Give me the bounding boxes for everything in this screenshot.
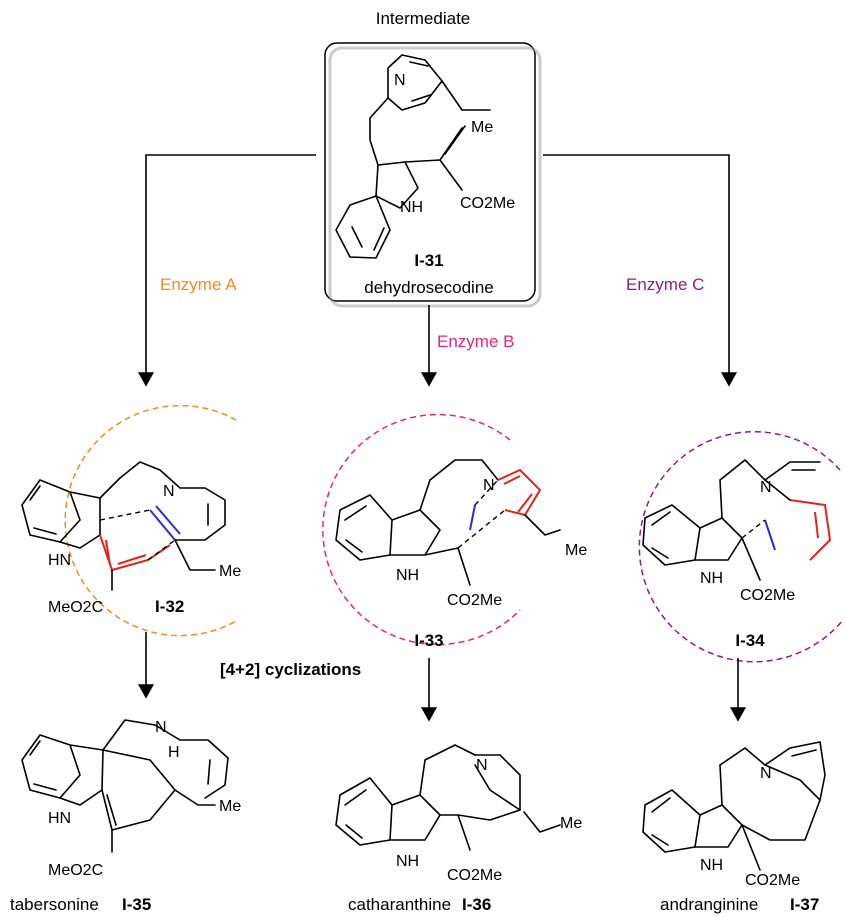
arrow-enzyme-a	[138, 154, 316, 387]
atom-Me: Me	[471, 119, 493, 136]
atom-H: H	[168, 744, 180, 761]
circle-I-34	[638, 430, 844, 663]
product-id-I-35: I-35	[122, 895, 151, 914]
atom-N: N	[394, 72, 406, 89]
structure-I-34: N NH CO2Me	[642, 459, 832, 604]
atom-N: N	[760, 765, 772, 782]
atom-H: NH	[396, 853, 419, 870]
atom-HN: HN	[48, 810, 71, 827]
atom-Me: Me	[565, 542, 587, 559]
reaction-label: [4+2] cyclizations	[220, 660, 361, 679]
atom-N: N	[483, 477, 495, 494]
intermediate-title: Intermediate	[376, 9, 471, 28]
atom-MeO2C: MeO2C	[48, 599, 103, 616]
atom-HN: HN	[48, 552, 71, 569]
arrow-enzyme-c	[543, 154, 737, 387]
circle-I-32	[64, 404, 239, 637]
atom-N: N	[760, 479, 772, 496]
structure-I-37: N NH CO2Me	[642, 741, 826, 889]
atom-Me: Me	[219, 798, 241, 815]
structure-I-31: N Me NH CO2Me	[335, 54, 515, 259]
structure-I-36: N NH Me CO2Me	[335, 744, 582, 884]
product-name-I-35: tabersonine	[10, 895, 99, 914]
structure-I-35: N H HN Me MeO2C	[21, 719, 241, 879]
atom-N: N	[163, 483, 175, 500]
atom-H: NH	[700, 570, 723, 587]
atom-Me: Me	[560, 815, 582, 832]
product-id-I-36: I-36	[462, 895, 491, 914]
atom-N: N	[155, 719, 167, 736]
atom-N: N	[476, 757, 488, 774]
atom-CO2Me: CO2Me	[447, 592, 502, 609]
intermediate-box	[324, 42, 536, 302]
product-name-I-36: catharanthine	[348, 895, 451, 914]
intermediate-I-34-id: I-34	[735, 631, 765, 650]
atom-H: NH	[396, 567, 419, 584]
structure-I-33: N NH Me CO2Me	[335, 459, 587, 609]
structure-I-32: N HN Me MeO2C	[21, 461, 241, 616]
enzyme-a-label: Enzyme A	[160, 275, 237, 294]
atom-CO2Me: CO2Me	[460, 195, 515, 212]
intermediate-I-32-id: I-32	[155, 597, 184, 616]
circle-I-33	[322, 413, 521, 646]
start-id: I-31	[414, 251, 443, 270]
start-name: dehydrosecodine	[364, 278, 493, 297]
enzyme-c-label: Enzyme C	[626, 275, 704, 294]
atom-CO2Me: CO2Me	[740, 587, 795, 604]
atom-H: NH	[700, 857, 723, 874]
product-name-I-37: andranginine	[660, 895, 758, 914]
atom-MeO2C: MeO2C	[48, 862, 103, 879]
atom-NH: NH	[400, 199, 423, 216]
atom-CO2Me: CO2Me	[745, 872, 800, 889]
enzyme-b-label: Enzyme B	[437, 332, 514, 351]
atom-CO2Me: CO2Me	[447, 867, 502, 884]
intermediate-I-33-id: I-33	[414, 631, 443, 650]
product-id-I-37: I-37	[790, 895, 819, 914]
atom-Me: Me	[219, 563, 241, 580]
